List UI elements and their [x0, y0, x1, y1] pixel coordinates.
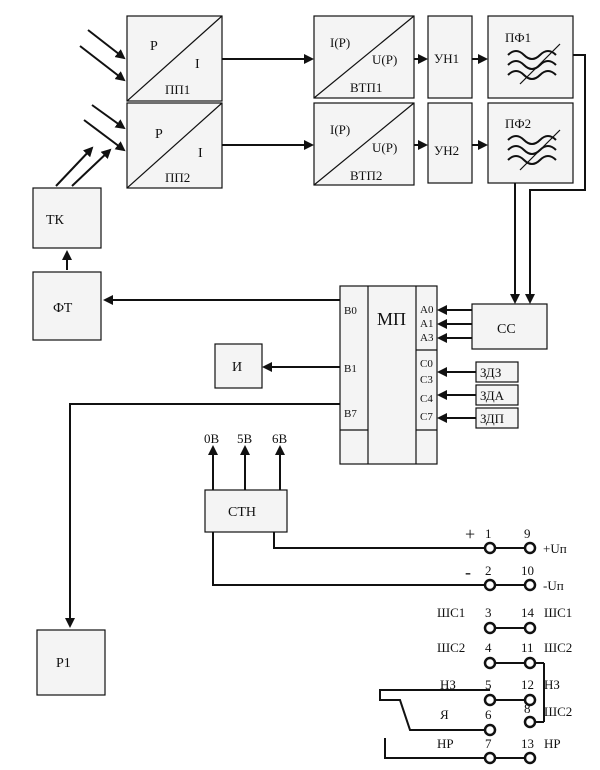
filter-wave-icon	[507, 43, 561, 85]
mp-port-b7: B7	[344, 408, 357, 420]
line-pf1-cc	[525, 54, 586, 304]
pp2-top-label: P	[155, 127, 163, 142]
line-b7-p1	[65, 403, 340, 628]
pin-10: 10	[521, 563, 534, 578]
label-l-nr: НР	[437, 736, 454, 751]
un2-block: УН2	[427, 102, 473, 184]
stn-out-6b: 6B	[272, 431, 288, 446]
pin-5: 5	[485, 677, 492, 692]
tk-block: ТК	[32, 187, 102, 249]
un1-label: УН1	[434, 51, 459, 66]
stn-block: СТН	[204, 489, 288, 533]
zdp-block: ЗДП	[475, 407, 519, 429]
pp1-bottom-label: I	[195, 57, 200, 72]
mp-port-c0: C0	[420, 358, 433, 370]
line-stn-minus	[212, 532, 490, 586]
pp1-top-label: P	[150, 39, 158, 54]
cc-label: СС	[497, 322, 516, 337]
label-l-nz: НЗ	[440, 677, 456, 692]
zdz-label: ЗДЗ	[480, 365, 501, 380]
mp-port-a1: A1	[420, 318, 433, 330]
pp2-bottom-label: I	[198, 146, 203, 161]
cc-block: СС	[471, 303, 548, 350]
label-l-shs2: ШС2	[437, 640, 465, 655]
pp1-name: ПП1	[165, 82, 190, 97]
mp-port-c4: C4	[420, 393, 433, 405]
pf2-label: ПФ2	[505, 116, 531, 131]
pin-9: 9	[524, 526, 531, 541]
vtp1-top-label: I(P)	[330, 35, 350, 50]
pin-8: 8	[524, 701, 531, 716]
vtp2-block: I(P) U(P) ВТП2	[313, 102, 415, 186]
vtp2-name: ВТП2	[350, 168, 382, 183]
light-arrows-tk	[55, 146, 112, 187]
zda-label: ЗДА	[480, 388, 505, 403]
stn-out-5b: 5B	[237, 431, 253, 446]
un2-label: УН2	[434, 143, 459, 158]
zdz-block: ЗДЗ	[475, 361, 519, 383]
label-l-ya: Я	[440, 707, 449, 722]
un1-block: УН1	[427, 15, 473, 99]
label-r-nr: НР	[544, 736, 561, 751]
mp-port-c3: C3	[420, 374, 433, 386]
mp-port-b0: B0	[344, 305, 357, 317]
zda-block: ЗДА	[475, 384, 519, 406]
vtp1-bottom-label: U(P)	[372, 52, 397, 67]
pin-12: 12	[521, 677, 534, 692]
plus-sign: +	[465, 524, 475, 544]
label-r-shs2b: ШС2	[544, 704, 572, 719]
vtp2-top-label: I(P)	[330, 122, 350, 137]
zdp-label: ЗДП	[480, 411, 504, 426]
p1-block: Р1	[36, 629, 106, 696]
vtp1-name: ВТП1	[350, 80, 382, 95]
stn-label: СТН	[228, 505, 256, 520]
pin-6: 6	[485, 707, 492, 722]
label-r-shs2: ШС2	[544, 640, 572, 655]
tk-label: ТК	[46, 213, 65, 228]
mp-port-a0: A0	[420, 304, 434, 316]
vtp1-block: I(P) U(P) ВТП1	[313, 15, 415, 99]
pf1-label: ПФ1	[505, 30, 531, 45]
line-stn-plus	[273, 532, 490, 549]
pin-13: 13	[521, 736, 534, 751]
pf1-block: ПФ1	[487, 15, 574, 99]
pin-1: 1	[485, 526, 492, 541]
filter-wave-icon	[507, 129, 561, 171]
pin-3: 3	[485, 605, 492, 620]
label-r-shs1: ШС1	[544, 605, 572, 620]
label-r-nz: НЗ	[544, 677, 560, 692]
p1-label: Р1	[56, 656, 71, 671]
pp2-name: ПП2	[165, 170, 190, 185]
light-arrows-pp2	[83, 104, 126, 152]
pin-2: 2	[485, 563, 492, 578]
pin-14: 14	[521, 605, 535, 620]
pp2-block: P I ПП2	[126, 102, 223, 189]
label-l-shs1: ШС1	[437, 605, 465, 620]
pin-7: 7	[485, 736, 492, 751]
light-arrows-pp1	[79, 29, 126, 82]
pp1-block: P I ПП1	[126, 15, 223, 102]
mp-block: МП B0 B1 B7 A0 A1 A3 C0 C3 C4 C7	[339, 285, 438, 465]
mp-label: МП	[377, 309, 406, 329]
stn-out-0b: 0B	[204, 431, 220, 446]
ft-block: ФТ	[32, 271, 102, 341]
vtp2-bottom-label: U(P)	[372, 140, 397, 155]
label-minus-up: -Uп	[543, 578, 564, 593]
mp-port-a3: A3	[420, 332, 434, 344]
i-block: И	[214, 343, 263, 389]
mp-port-b1: B1	[344, 363, 357, 375]
i-label: И	[232, 360, 242, 375]
minus-sign: -	[465, 562, 471, 582]
label-plus-up: +Uп	[543, 541, 567, 556]
ft-label: ФТ	[53, 301, 73, 316]
mp-port-c7: C7	[420, 411, 433, 423]
pin-11: 11	[521, 640, 534, 655]
pf2-block: ПФ2	[487, 102, 574, 184]
connector-block: + - 1 9 2 10 3 14 4	[379, 524, 572, 765]
pin-4: 4	[485, 640, 492, 655]
